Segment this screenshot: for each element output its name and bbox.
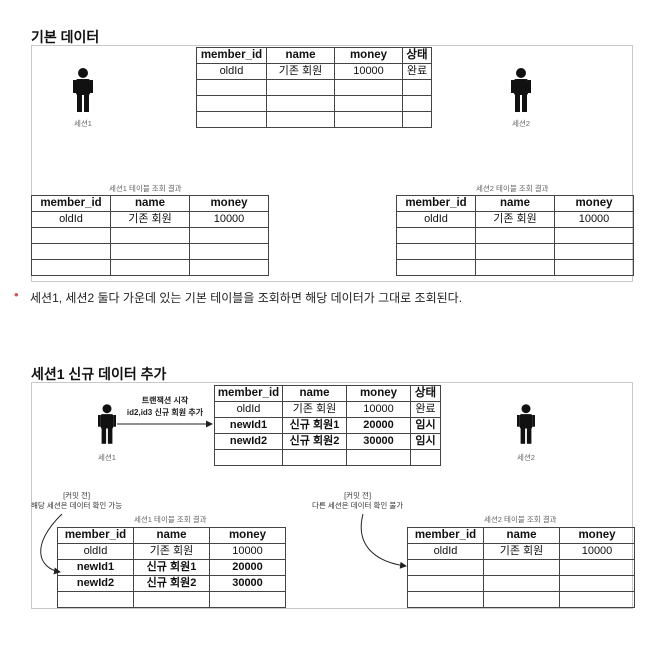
- note-commit-hidden: [커밋 전] 다른 세션은 데이터 확인 불가: [312, 491, 403, 511]
- table-row: [407, 591, 635, 608]
- table-cell: 신규 회원1: [133, 559, 210, 576]
- session1-result-caption: 세션1 테이블 조회 결과: [109, 184, 182, 193]
- table-cell: 신규 회원1: [282, 417, 347, 434]
- note-commit-visible: [커밋 전] 해당 세션은 데이터 확인 가능: [31, 491, 122, 511]
- section2-session2-label: 세션2: [517, 453, 535, 462]
- column-header: money: [189, 195, 269, 212]
- table-cell: 임시: [410, 433, 441, 450]
- column-header: 상태: [410, 385, 441, 402]
- section2-session1-label: 세션1: [98, 453, 116, 462]
- note-commit-hidden-line2: 다른 세션은 데이터 확인 불가: [312, 501, 404, 510]
- table-row: [396, 259, 634, 276]
- table-row: [31, 243, 269, 260]
- table-row: [31, 259, 269, 276]
- table-row: [396, 227, 634, 244]
- session2-label: 세션2: [512, 119, 530, 128]
- table-cell: 기존 회원: [282, 401, 347, 418]
- table-row: [57, 591, 286, 608]
- column-header: member_id: [57, 527, 134, 544]
- table-cell: [402, 111, 432, 128]
- table-cell: [410, 449, 441, 466]
- transaction-note-line2: id2,id3 신규 회원 추가: [126, 408, 204, 417]
- section1-title: 기본 데이터: [31, 29, 100, 45]
- note-commit-hidden-line1: [커밋 전]: [344, 491, 372, 500]
- section2-title: 세션1 신규 데이터 추가: [31, 366, 167, 382]
- table-cell: newId2: [214, 433, 283, 450]
- table-cell: 완료: [410, 401, 441, 418]
- table-cell: [209, 591, 286, 608]
- section2-session1-person-icon: [98, 404, 116, 449]
- section2-session2-result-caption: 세션2 테이블 조회 결과: [484, 515, 557, 524]
- column-header: member_id: [407, 527, 484, 544]
- column-header: money: [554, 195, 634, 212]
- note-commit-visible-line2: 해당 세션은 데이터 확인 가능: [31, 501, 123, 510]
- table-cell: [189, 259, 269, 276]
- table-cell: 10000: [346, 401, 411, 418]
- column-header: 상태: [402, 47, 432, 64]
- session2-person-icon: [511, 68, 531, 117]
- section2-session2-person-icon: [517, 404, 535, 449]
- session2-result-caption: 세션2 테이블 조회 결과: [476, 184, 549, 193]
- bullet-icon: •: [14, 287, 19, 302]
- table-cell: 기존 회원: [110, 211, 190, 228]
- table-cell: 신규 회원2: [282, 433, 347, 450]
- table-row: [31, 227, 269, 244]
- session1-person-icon: [73, 68, 93, 117]
- table-cell: 20000: [346, 417, 411, 434]
- table-cell: [559, 591, 635, 608]
- section2-session1-result-caption: 세션1 테이블 조회 결과: [134, 515, 207, 524]
- table-row: [196, 95, 432, 112]
- table-cell: 10000: [189, 211, 269, 228]
- note-commit-visible-line1: [커밋 전]: [63, 491, 91, 500]
- section1-bullet-text: 세션1, 세션2 둘다 가운데 있는 기본 테이블을 조회하면 해당 데이터가 …: [30, 291, 463, 305]
- table-cell: 신규 회원2: [133, 575, 210, 592]
- table-row: [396, 243, 634, 260]
- transaction-note-line1: 트랜잭션 시작: [141, 396, 189, 405]
- column-header: member_id: [214, 385, 283, 402]
- session1-label: 세션1: [74, 119, 92, 128]
- table-row: [196, 111, 432, 128]
- table-cell: 30000: [346, 433, 411, 450]
- commit-hidden-arrow: [360, 513, 407, 569]
- table-row: [214, 449, 441, 466]
- table-cell: [554, 259, 634, 276]
- table-row: [196, 79, 432, 96]
- column-header: member_id: [196, 47, 267, 64]
- column-header: money: [559, 527, 635, 544]
- transaction-note: 트랜잭션 시작 id2,id3 신규 회원 추가: [117, 395, 213, 419]
- commit-visible-arrow: [40, 513, 63, 575]
